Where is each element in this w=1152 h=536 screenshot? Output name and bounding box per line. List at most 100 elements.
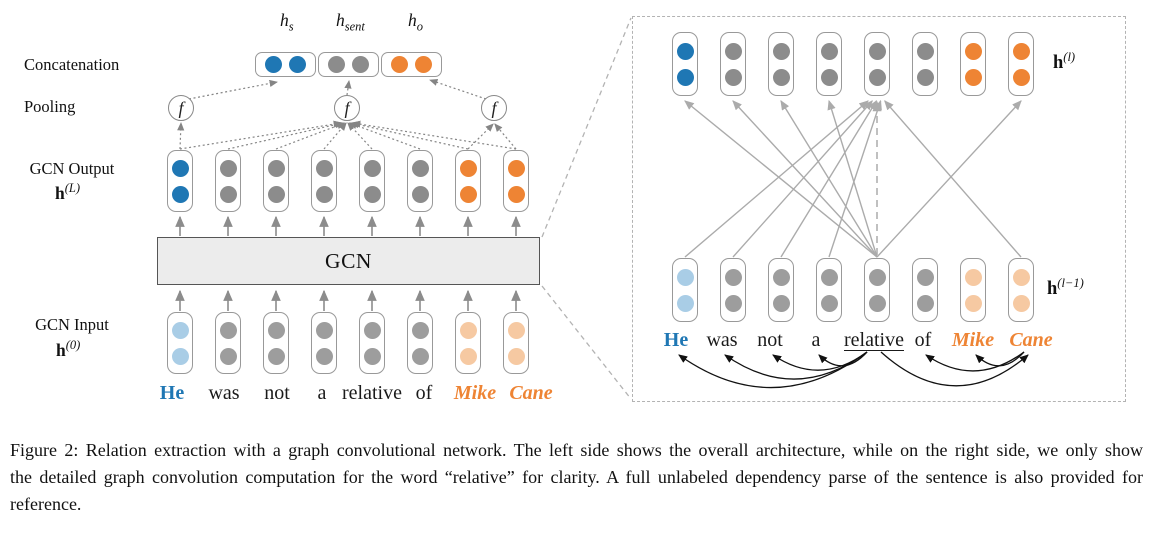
feature-dot xyxy=(265,56,282,73)
feature-dot xyxy=(411,185,429,203)
feature-dot xyxy=(676,68,694,86)
detail-sentence-word-Mike: Mike xyxy=(951,329,995,351)
figure-caption: Figure 2: Relation extraction with a gra… xyxy=(10,440,1143,514)
feature-dot xyxy=(916,42,934,60)
feature-dot xyxy=(459,185,477,203)
feature-dot xyxy=(772,294,790,312)
feature-dot xyxy=(964,42,982,60)
feature-dot xyxy=(507,321,525,339)
gcn-output-token-relative xyxy=(359,150,385,212)
gcn-output-token-was xyxy=(215,150,241,212)
feature-dot xyxy=(363,347,381,365)
feature-dot xyxy=(507,185,525,203)
detail-sentence-word-not: not xyxy=(757,329,783,351)
feature-dot xyxy=(772,42,790,60)
feature-dot xyxy=(772,68,790,86)
sentence-word-Cane: Cane xyxy=(509,382,553,404)
feature-dot xyxy=(676,42,694,60)
feature-dot xyxy=(916,268,934,286)
sentence-word-Mike: Mike xyxy=(453,382,497,404)
hl-minus1-token-a xyxy=(816,258,842,322)
gcn-output-token-Cane xyxy=(503,150,529,212)
feature-dot xyxy=(964,294,982,312)
label-h-sent: hsent xyxy=(336,10,365,34)
feature-dot xyxy=(676,268,694,286)
sentence-word-of: of xyxy=(415,382,433,404)
hl-token-relative xyxy=(864,32,890,96)
hl-minus1-token-relative xyxy=(864,258,890,322)
feature-dot xyxy=(219,185,237,203)
sentence-word-was: was xyxy=(208,382,240,404)
feature-dot xyxy=(171,185,189,203)
feature-dot xyxy=(415,56,432,73)
feature-dot xyxy=(171,321,189,339)
feature-dot xyxy=(1012,68,1030,86)
feature-dot xyxy=(315,185,333,203)
feature-dot xyxy=(267,347,285,365)
label-gcn-output: GCN Output xyxy=(29,159,115,178)
gcn-input-token-relative xyxy=(359,312,385,374)
feature-dot xyxy=(820,68,838,86)
feature-dot xyxy=(1012,42,1030,60)
gcn-output-token-a xyxy=(311,150,337,212)
gcn-output-token-of xyxy=(407,150,433,212)
hl-minus1-token-not xyxy=(768,258,794,322)
feature-dot xyxy=(964,268,982,286)
feature-dot xyxy=(820,42,838,60)
hl-minus1-token-of xyxy=(912,258,938,322)
sentence-word-relative: relative xyxy=(342,382,402,404)
detail-sentence-word-Cane: Cane xyxy=(1009,329,1053,351)
feature-dot xyxy=(363,321,381,339)
concat-box-sentence xyxy=(318,52,379,77)
hl-token-a xyxy=(816,32,842,96)
feature-dot xyxy=(676,294,694,312)
feature-dot xyxy=(772,268,790,286)
detail-sentence-word-relative: relative xyxy=(844,329,904,351)
feature-dot xyxy=(411,347,429,365)
feature-dot xyxy=(1012,294,1030,312)
hl-token-He xyxy=(672,32,698,96)
concat-box-object xyxy=(381,52,442,77)
feature-dot xyxy=(868,268,886,286)
sentence-word-He: He xyxy=(159,382,185,404)
hl-token-not xyxy=(768,32,794,96)
feature-dot xyxy=(1012,268,1030,286)
feature-dot xyxy=(868,294,886,312)
feature-dot xyxy=(267,185,285,203)
feature-dot xyxy=(411,159,429,177)
feature-dot xyxy=(507,159,525,177)
feature-dot xyxy=(315,321,333,339)
hl-minus1-token-Mike xyxy=(960,258,986,322)
feature-dot xyxy=(267,321,285,339)
pooling-f-object: f xyxy=(481,95,507,121)
pooling-f-sentence: f xyxy=(334,95,360,121)
label-h-L: h(L) xyxy=(55,181,81,203)
label-concatenation: Concatenation xyxy=(24,55,120,74)
feature-dot xyxy=(868,42,886,60)
gcn-input-token-was xyxy=(215,312,241,374)
gcn-input-token-Mike xyxy=(455,312,481,374)
label-h-l: h(l) xyxy=(1053,50,1076,74)
feature-dot xyxy=(267,159,285,177)
label-h-o: ho xyxy=(408,10,423,34)
detail-sentence-word-of: of xyxy=(914,329,932,351)
feature-dot xyxy=(391,56,408,73)
feature-dot xyxy=(868,68,886,86)
gcn-output-token-not xyxy=(263,150,289,212)
sentence-word-a: a xyxy=(317,382,327,404)
feature-dot xyxy=(459,159,477,177)
feature-dot xyxy=(916,68,934,86)
hl-token-Mike xyxy=(960,32,986,96)
detail-sentence-word-He: He xyxy=(663,329,689,351)
feature-dot xyxy=(724,294,742,312)
feature-dot xyxy=(363,185,381,203)
gcn-input-token-not xyxy=(263,312,289,374)
feature-dot xyxy=(724,68,742,86)
feature-dot xyxy=(411,321,429,339)
feature-dot xyxy=(363,159,381,177)
feature-dot xyxy=(724,42,742,60)
gcn-output-token-He xyxy=(167,150,193,212)
feature-dot xyxy=(459,347,477,365)
hl-token-of xyxy=(912,32,938,96)
